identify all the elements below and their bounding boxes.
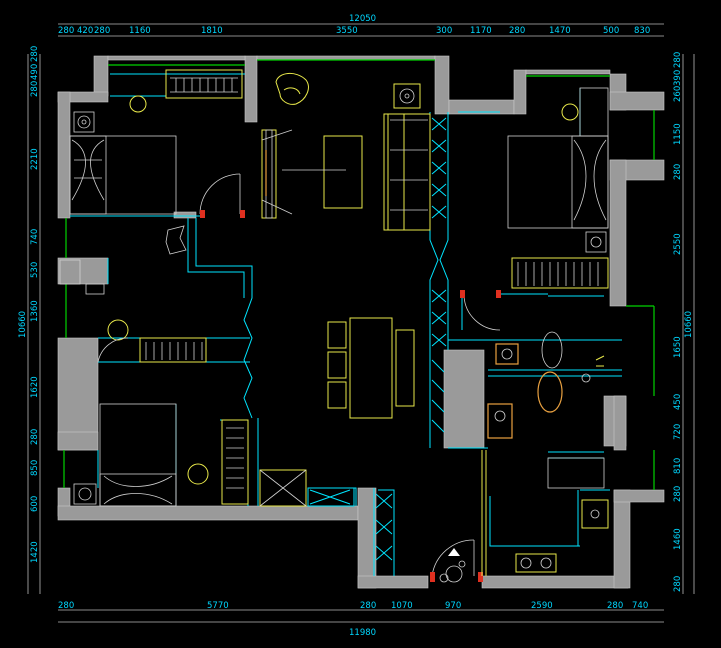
nightstand-lamp-icon	[73, 111, 95, 133]
windows	[63, 59, 655, 490]
dim-right-segments: 280 390 260 1150 280 2550 1650 450 720 8…	[673, 52, 683, 592]
dim-right-6: 1650	[673, 336, 683, 358]
entrance-door	[430, 539, 483, 582]
plant-right-icon	[561, 103, 579, 121]
dim-right-5: 2550	[673, 233, 683, 255]
dim-right-10: 280	[673, 486, 683, 502]
dim-right-total: 10660	[684, 311, 694, 338]
storage-diag	[307, 487, 393, 561]
shower-fixture-icon	[581, 355, 605, 383]
dim-right-8: 720	[673, 424, 683, 440]
nightstand-right-icon	[585, 231, 607, 253]
plant-middle-icon	[107, 319, 129, 341]
wardrobe-bottom	[221, 419, 249, 505]
dim-top-4: 1810	[201, 26, 223, 36]
dim-top-segments: 280 420 280 1160 1810 3550 300 1170 280 …	[58, 26, 650, 36]
cabinet-bottom	[259, 469, 307, 507]
sofa	[383, 113, 431, 231]
dim-top-3: 1160	[129, 26, 151, 36]
tv-cabinet	[261, 129, 277, 219]
dim-bottom-2: 280	[360, 601, 376, 611]
ceiling-light-lines	[261, 129, 346, 215]
dim-bottom-3: 1070	[391, 601, 413, 611]
dim-left-11: 1420	[30, 541, 40, 563]
entry-arrow-icon	[448, 548, 460, 556]
entrance-figure-icon	[439, 560, 466, 583]
dim-right-4: 280	[673, 164, 683, 180]
dim-bottom-1: 5770	[207, 601, 229, 611]
coffee-table	[323, 135, 363, 209]
dim-right-12: 280	[673, 576, 683, 592]
toilet-icon	[537, 331, 563, 413]
dim-top-10: 500	[603, 26, 619, 36]
dim-top-9: 1470	[549, 26, 571, 36]
dim-bottom-total: 11980	[349, 628, 376, 638]
dim-bottom-segments: 280 5770 280 1070 970 2590 280 740	[58, 601, 648, 611]
rug-icon	[165, 225, 187, 255]
desk-right	[579, 87, 609, 137]
dim-top-11: 830	[634, 26, 650, 36]
dim-bottom-7: 740	[632, 601, 648, 611]
column-box	[59, 259, 81, 285]
walls	[57, 55, 665, 589]
dim-top-2: 280	[94, 26, 110, 36]
dim-right-0: 280	[673, 52, 683, 68]
dim-left-10: 600	[30, 496, 40, 512]
dim-left-4: 740	[30, 229, 40, 245]
stove-icon	[515, 553, 557, 573]
corridor-shelving	[431, 117, 447, 433]
dimension-lines	[27, 23, 695, 623]
kitchen-sink-icon	[581, 499, 609, 529]
washer	[547, 457, 605, 489]
dim-top-total: 12050	[349, 14, 376, 24]
nightstand-bottom-icon	[73, 483, 97, 505]
plant-bottom-icon	[187, 463, 209, 485]
dim-right-7: 450	[673, 394, 683, 410]
dim-left-total: 10660	[18, 311, 28, 338]
dim-left-0: 280	[30, 46, 40, 62]
dim-right-2: 260	[673, 86, 683, 102]
interior-doors	[97, 173, 501, 576]
outlet-box	[85, 283, 105, 295]
dim-left-7: 1620	[30, 376, 40, 398]
dim-bottom-4: 970	[445, 601, 461, 611]
bathroom-sink-upper-icon	[495, 343, 519, 365]
dining-table	[327, 317, 415, 419]
dim-left-6: 1360	[30, 300, 40, 322]
dim-right-9: 810	[673, 458, 683, 474]
dim-top-5: 3550	[336, 26, 358, 36]
bed-top-right	[507, 135, 609, 229]
side-table-lamp-icon	[393, 83, 421, 109]
dim-top-1: 420	[77, 26, 93, 36]
dim-right-11: 1460	[673, 528, 683, 550]
dim-left-2: 280	[30, 81, 40, 97]
dim-top-6: 300	[436, 26, 452, 36]
dim-right-3: 1150	[673, 123, 683, 145]
dim-left-8: 280	[30, 429, 40, 445]
dim-top-8: 280	[509, 26, 525, 36]
wardrobe-right	[511, 257, 609, 289]
dim-bottom-0: 280	[58, 601, 74, 611]
dim-left-1: 490	[30, 64, 40, 80]
bathroom-sink-lower-icon	[487, 403, 513, 439]
bed-top-left	[69, 135, 177, 215]
dim-left-segments: 280 490 280 2210 740 530 1360 1620 280 8…	[30, 46, 40, 563]
bed-bottom-left	[99, 403, 177, 507]
wardrobe-middle	[139, 337, 207, 363]
dim-bottom-5: 2590	[531, 601, 553, 611]
armchair-icon	[275, 73, 309, 105]
dim-top-0: 280	[58, 26, 74, 36]
wardrobe-top	[165, 69, 243, 99]
dim-left-9: 850	[30, 460, 40, 476]
door-stops	[200, 210, 501, 298]
dim-left-3: 2210	[30, 148, 40, 170]
plant-icon	[129, 95, 147, 113]
dim-top-7: 1170	[470, 26, 492, 36]
dim-left-5: 530	[30, 262, 40, 278]
dim-bottom-6: 280	[607, 601, 623, 611]
dim-right-1: 390	[673, 70, 683, 86]
